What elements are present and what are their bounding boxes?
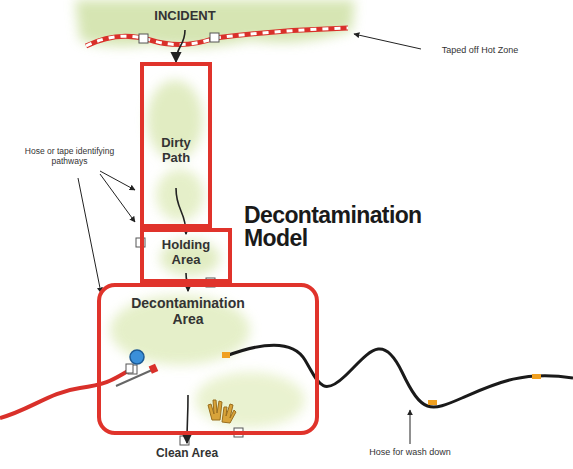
tape-posts: [128, 238, 243, 445]
pathway-note: Hose or tape identifying pathways: [22, 147, 117, 167]
decontamination-zone: Decontamination Area: [97, 283, 319, 435]
hot-zone-tape: [86, 28, 348, 46]
wash-down-hose: [222, 345, 573, 407]
hot-zone-note: Taped off Hot Zone: [425, 45, 535, 55]
dirty-path-zone: Dirty Path: [140, 62, 212, 228]
zone-label: Clean Area: [156, 447, 218, 461]
diagram-title: Decontamination Model: [244, 204, 459, 251]
zone-label: Decontamination Area: [123, 295, 253, 327]
hot-zone: INCIDENT: [120, 6, 250, 30]
zone-label: Holding Area: [153, 238, 219, 268]
hose-note: Hose for wash down: [350, 447, 470, 457]
red-hose: [0, 364, 133, 418]
flow-arrow: [187, 395, 188, 443]
zone-label: INCIDENT: [154, 9, 215, 24]
holding-area-zone: Holding Area: [140, 228, 232, 283]
flow-arrow: [176, 30, 185, 62]
gloves: [208, 400, 236, 423]
clean-area-zone: Clean Area: [145, 445, 229, 467]
bucket-and-brush: [116, 350, 158, 386]
zone-label: Dirty Path: [149, 136, 203, 166]
